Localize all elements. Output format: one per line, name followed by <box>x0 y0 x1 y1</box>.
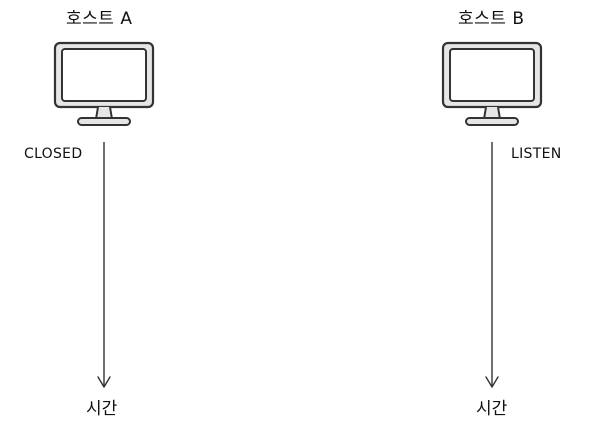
host-b-title: 호스트 B <box>458 9 525 29</box>
host-a-timeline-arrow <box>97 142 111 388</box>
computer-monitor-icon <box>441 41 543 126</box>
host-a-state-label: CLOSED <box>24 146 83 162</box>
host-a-time-label: 시간 <box>86 399 118 419</box>
host-b-timeline-arrow <box>485 142 499 388</box>
computer-monitor-icon <box>53 41 155 126</box>
host-b-time-label: 시간 <box>476 399 508 419</box>
host-a-title: 호스트 A <box>66 9 133 29</box>
host-b-state-label: LISTEN <box>511 146 562 162</box>
